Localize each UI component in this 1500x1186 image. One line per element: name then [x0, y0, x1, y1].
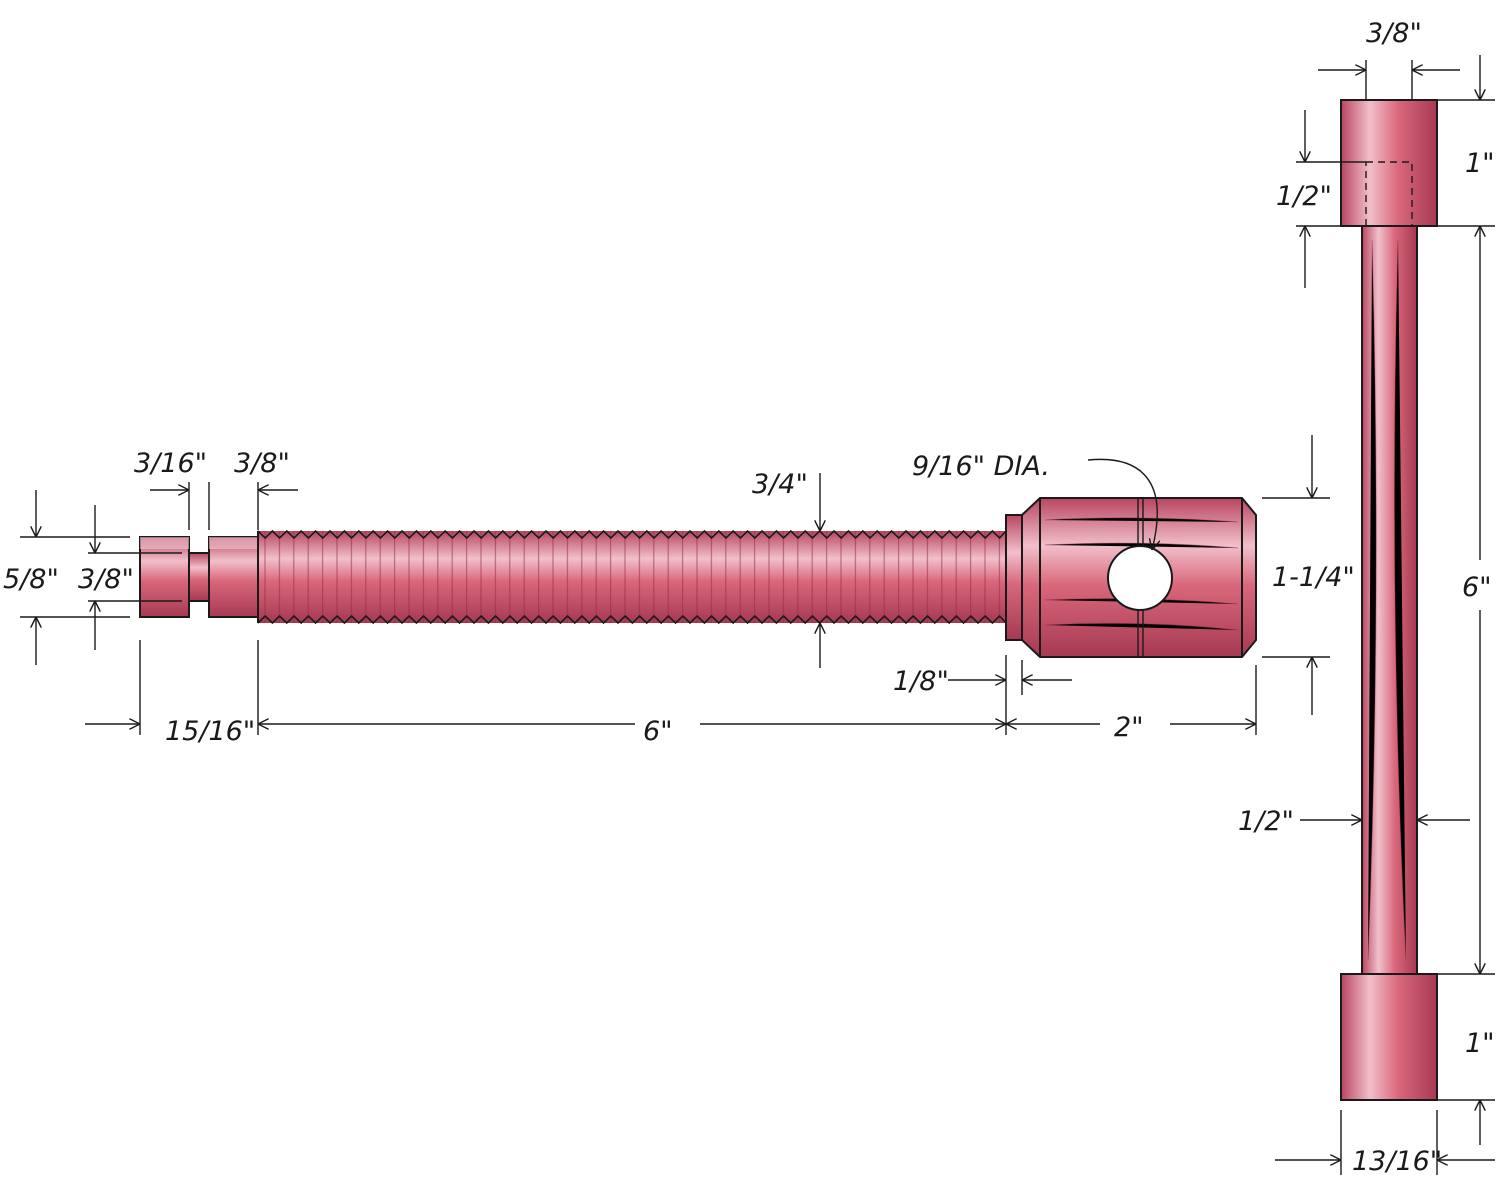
dim-head-length: 2" — [1114, 712, 1144, 743]
handle-cap-top — [1340, 99, 1438, 227]
screw-tip — [139, 536, 260, 618]
dim-cap-length-bottom: 1" — [1465, 1028, 1495, 1059]
dim-neck-diameter: 3/8" — [78, 564, 134, 595]
dim-cap-bore-depth: 1/2" — [1276, 181, 1332, 212]
dim-cap-inner-width: 3/8" — [1366, 18, 1422, 49]
dimension-labels: 3/16" 3/8" 5/8" 3/8" 3/4" 9/16" DIA. 1-1… — [3, 18, 1495, 1177]
dimension-lines — [20, 55, 1495, 1175]
screw-head — [1005, 497, 1257, 658]
screw-thread — [257, 529, 1007, 625]
dim-tip-length: 15/16" — [165, 716, 255, 747]
dim-shoulder-width: 3/8" — [234, 448, 290, 479]
dim-thread-length: 6" — [643, 716, 673, 747]
dim-shaft-diameter: 1/2" — [1238, 806, 1294, 837]
dim-head-diameter: 1-1/4" — [1272, 562, 1355, 593]
dim-head-chamfer: 1/8" — [893, 666, 949, 697]
dim-handle-length: 6" — [1462, 572, 1492, 603]
dim-cap-length-top: 1" — [1465, 148, 1495, 179]
handle-cap-bottom — [1340, 973, 1438, 1101]
handle — [1340, 99, 1438, 1101]
dim-cap-diameter: 13/16" — [1352, 1146, 1442, 1177]
dim-hole-diameter: 9/16" DIA. — [912, 451, 1050, 482]
hole — [1107, 545, 1173, 611]
dim-tip-diameter: 5/8" — [3, 564, 59, 595]
dim-tip-collar-width: 3/16" — [134, 448, 207, 479]
dim-thread-diameter: 3/4" — [752, 469, 808, 500]
